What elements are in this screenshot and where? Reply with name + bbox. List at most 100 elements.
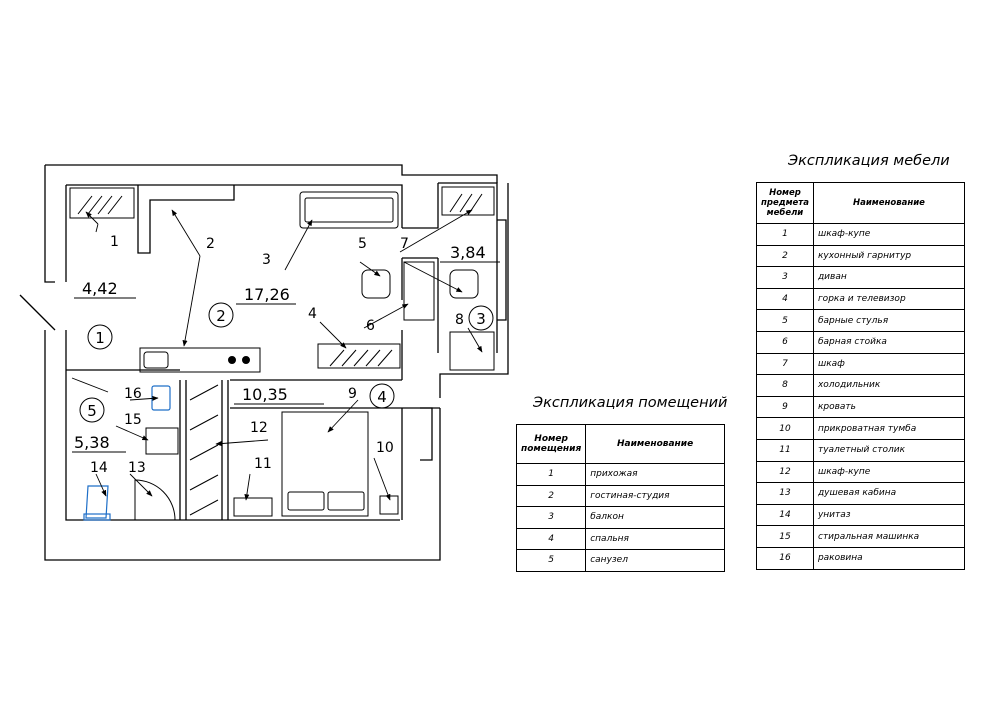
room-number-1: 1 xyxy=(95,329,105,347)
rooms-col-name: Наименование xyxy=(585,424,725,464)
leader-lines xyxy=(71,210,500,501)
room-num: 4 xyxy=(515,527,587,550)
callout-16: 16 xyxy=(124,386,142,402)
room-num: 1 xyxy=(515,463,587,486)
furniture-num: 3 xyxy=(756,266,814,289)
furniture-num: 1 xyxy=(756,223,814,246)
furniture-name: шкаф-купе xyxy=(812,223,966,246)
callout-5: 5 xyxy=(358,236,367,252)
furniture-num: 5 xyxy=(756,309,814,332)
furniture-num: 14 xyxy=(756,503,814,527)
room-name: гостиная-студия xyxy=(585,484,725,507)
furniture-num: 15 xyxy=(756,525,814,548)
callout-15: 15 xyxy=(124,412,142,428)
furniture-col-name: Наименование xyxy=(812,182,966,224)
callout-13: 13 xyxy=(128,460,146,476)
room-name: спальня xyxy=(585,527,725,550)
furniture-num: 16 xyxy=(756,546,814,570)
furniture-name: кухонный гарнитур xyxy=(812,244,966,268)
furniture-name: унитаз xyxy=(812,503,966,527)
area-label-bedroom: 10,35 xyxy=(242,385,288,404)
furniture-name: душевая кабина xyxy=(812,482,966,505)
callout-2: 2 xyxy=(206,236,215,252)
room-number-3: 3 xyxy=(476,310,486,328)
callout-4: 4 xyxy=(308,306,317,322)
room-number-5: 5 xyxy=(87,402,97,420)
furniture-num: 8 xyxy=(756,374,814,397)
furniture-name: барная стойка xyxy=(812,330,966,354)
callout-10: 10 xyxy=(376,440,394,456)
callout-8: 8 xyxy=(455,312,464,328)
callout-7: 7 xyxy=(400,236,409,252)
callout-14: 14 xyxy=(90,460,108,476)
room-number-2: 2 xyxy=(216,307,226,325)
furniture-num: 9 xyxy=(756,395,814,419)
room-num: 3 xyxy=(515,506,587,529)
furniture-num: 6 xyxy=(756,330,814,354)
area-label-hall: 4,42 xyxy=(82,279,118,298)
furniture-name: барные стулья xyxy=(812,309,966,332)
callout-9: 9 xyxy=(348,386,357,402)
area-label-balcony: 3,84 xyxy=(450,243,486,262)
walls xyxy=(19,164,509,561)
furniture-name: туалетный столик xyxy=(812,438,966,462)
rooms-table-title: Экспликация помещений xyxy=(533,395,728,411)
furniture-name: стиральная машинка xyxy=(812,525,966,548)
room-name: прихожая xyxy=(585,463,725,486)
room-name: санузел xyxy=(585,549,725,572)
furniture-name: холодильник xyxy=(812,374,966,397)
furniture-name: шкаф-купе xyxy=(812,460,966,484)
furniture-name: раковина xyxy=(812,546,966,570)
furniture-col-number: Номер предмета мебели xyxy=(756,182,814,224)
plumbing-fixtures xyxy=(83,385,171,521)
furniture-table-title: Экспликация мебели xyxy=(788,153,950,169)
furniture-num: 11 xyxy=(756,438,814,462)
room-name: балкон xyxy=(585,506,725,529)
furniture-name: шкаф xyxy=(812,352,966,376)
furniture-name: горка и телевизор xyxy=(812,287,966,311)
room-num: 5 xyxy=(515,549,587,572)
furniture-num: 12 xyxy=(756,460,814,484)
furniture-num: 10 xyxy=(756,417,814,440)
callout-6: 6 xyxy=(366,318,375,334)
furniture-num: 13 xyxy=(756,482,814,505)
furniture-num: 2 xyxy=(756,244,814,268)
furniture-name: кровать xyxy=(812,395,966,419)
furniture-num: 4 xyxy=(756,287,814,311)
room-num: 2 xyxy=(515,484,587,507)
area-label-living: 17,26 xyxy=(244,285,290,304)
callout-3: 3 xyxy=(262,252,271,268)
room-circles xyxy=(79,302,494,423)
callout-1: 1 xyxy=(110,234,119,250)
callout-12: 12 xyxy=(250,420,268,436)
furniture-num: 7 xyxy=(756,352,814,376)
furniture-name: диван xyxy=(812,266,966,289)
area-label-bathroom: 5,38 xyxy=(74,433,110,452)
furniture-name: прикроватная тумба xyxy=(812,417,966,440)
room-number-4: 4 xyxy=(377,388,387,406)
rooms-col-number: Номер помещения xyxy=(515,424,587,464)
